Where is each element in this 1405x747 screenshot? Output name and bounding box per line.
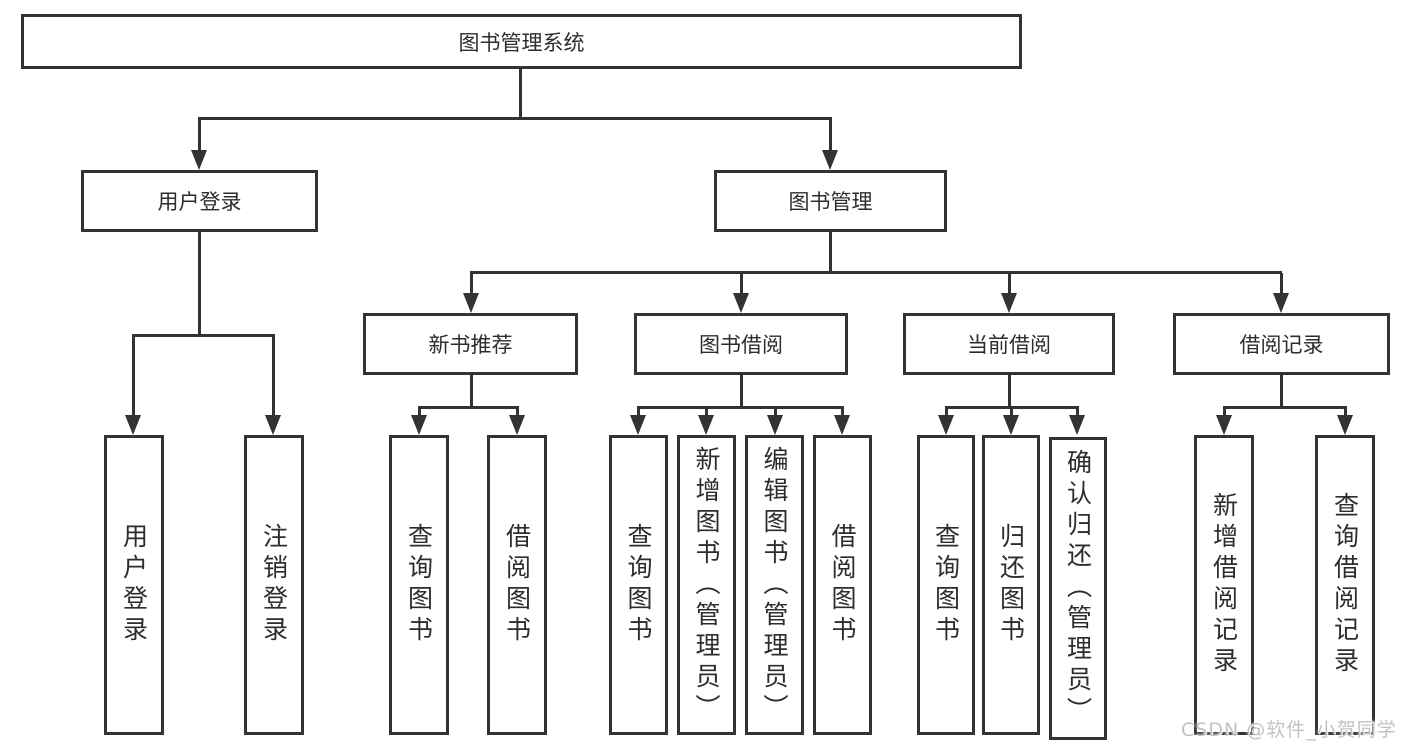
leaf-records-query-record: 查询借阅记录 [1315, 435, 1375, 735]
arrow-down [698, 415, 714, 435]
arrow-down [509, 415, 525, 435]
connector-vline [418, 408, 421, 415]
connector-vline [829, 232, 832, 273]
leaf-current-query-books: 查询图书 [917, 435, 975, 735]
arrow-down [125, 415, 141, 435]
node-book-management: 图书管理 [714, 170, 947, 232]
leaf-records-add-record: 新增借阅记录 [1194, 435, 1254, 735]
leaf-current-confirm-return-admin: 确认归还（管理员） [1049, 437, 1107, 740]
connector-vline [1076, 408, 1079, 415]
connector-vline [1008, 273, 1011, 293]
connector-vline [740, 375, 743, 408]
connector-vline [470, 375, 473, 408]
connector-hline [198, 117, 832, 120]
leaf-current-return-books: 归还图书 [982, 435, 1040, 735]
connector-vline [945, 408, 948, 415]
connector-vline [1344, 408, 1347, 415]
connector-vline [198, 119, 201, 152]
connector-vline [705, 408, 708, 415]
connector-hline [418, 406, 519, 409]
connector-hline [132, 334, 275, 337]
node-new-book-recommend: 新书推荐 [363, 313, 578, 375]
node-current-borrowing: 当前借阅 [903, 313, 1115, 375]
connector-vline [272, 336, 275, 415]
leaf-borrowing-borrow-books: 借阅图书 [813, 435, 872, 735]
connector-hline [637, 406, 844, 409]
arrow-down [767, 415, 783, 435]
connector-vline [637, 408, 640, 415]
arrow-down [463, 293, 479, 313]
arrow-down [411, 415, 427, 435]
arrow-down [1003, 415, 1019, 435]
leaf-user-login: 用户登录 [104, 435, 164, 735]
connector-vline [1280, 375, 1283, 408]
arrow-down [1337, 415, 1353, 435]
node-user-login: 用户登录 [81, 170, 318, 232]
leaf-borrowing-add-books-admin: 新增图书（管理员） [677, 435, 736, 735]
connector-vline [1008, 375, 1011, 408]
connector-vline [519, 69, 522, 119]
arrow-down [191, 150, 207, 170]
connector-vline [1280, 273, 1283, 293]
connector-hline [470, 271, 1282, 274]
arrow-down [265, 415, 281, 435]
leaf-borrowing-query-books: 查询图书 [609, 435, 668, 735]
arrow-down [630, 415, 646, 435]
connector-vline [470, 273, 473, 293]
node-borrowing-records: 借阅记录 [1173, 313, 1390, 375]
arrow-down [733, 293, 749, 313]
csdn-watermark: CSDN @软件_小贺同学 [1181, 719, 1397, 741]
arrow-down [1273, 293, 1289, 313]
connector-hline [945, 406, 1079, 409]
node-book-borrowing: 图书借阅 [634, 313, 848, 375]
connector-vline [132, 336, 135, 415]
connector-vline [740, 273, 743, 293]
node-root: 图书管理系统 [21, 14, 1022, 69]
arrow-down [822, 150, 838, 170]
leaf-recommend-query-books: 查询图书 [389, 435, 449, 735]
connector-vline [1223, 408, 1226, 415]
connector-hline [1223, 406, 1347, 409]
arrow-down [1001, 293, 1017, 313]
arrow-down [1069, 415, 1085, 435]
arrow-down [834, 415, 850, 435]
connector-vline [1010, 408, 1013, 415]
leaf-logout: 注销登录 [244, 435, 304, 735]
arrow-down [938, 415, 954, 435]
connector-vline [774, 408, 777, 415]
connector-vline [829, 119, 832, 152]
connector-vline [516, 408, 519, 415]
connector-vline [841, 408, 844, 415]
leaf-recommend-borrow-books: 借阅图书 [487, 435, 547, 735]
connector-vline [198, 232, 201, 337]
leaf-borrowing-edit-books-admin: 编辑图书（管理员） [745, 435, 804, 735]
arrow-down [1216, 415, 1232, 435]
